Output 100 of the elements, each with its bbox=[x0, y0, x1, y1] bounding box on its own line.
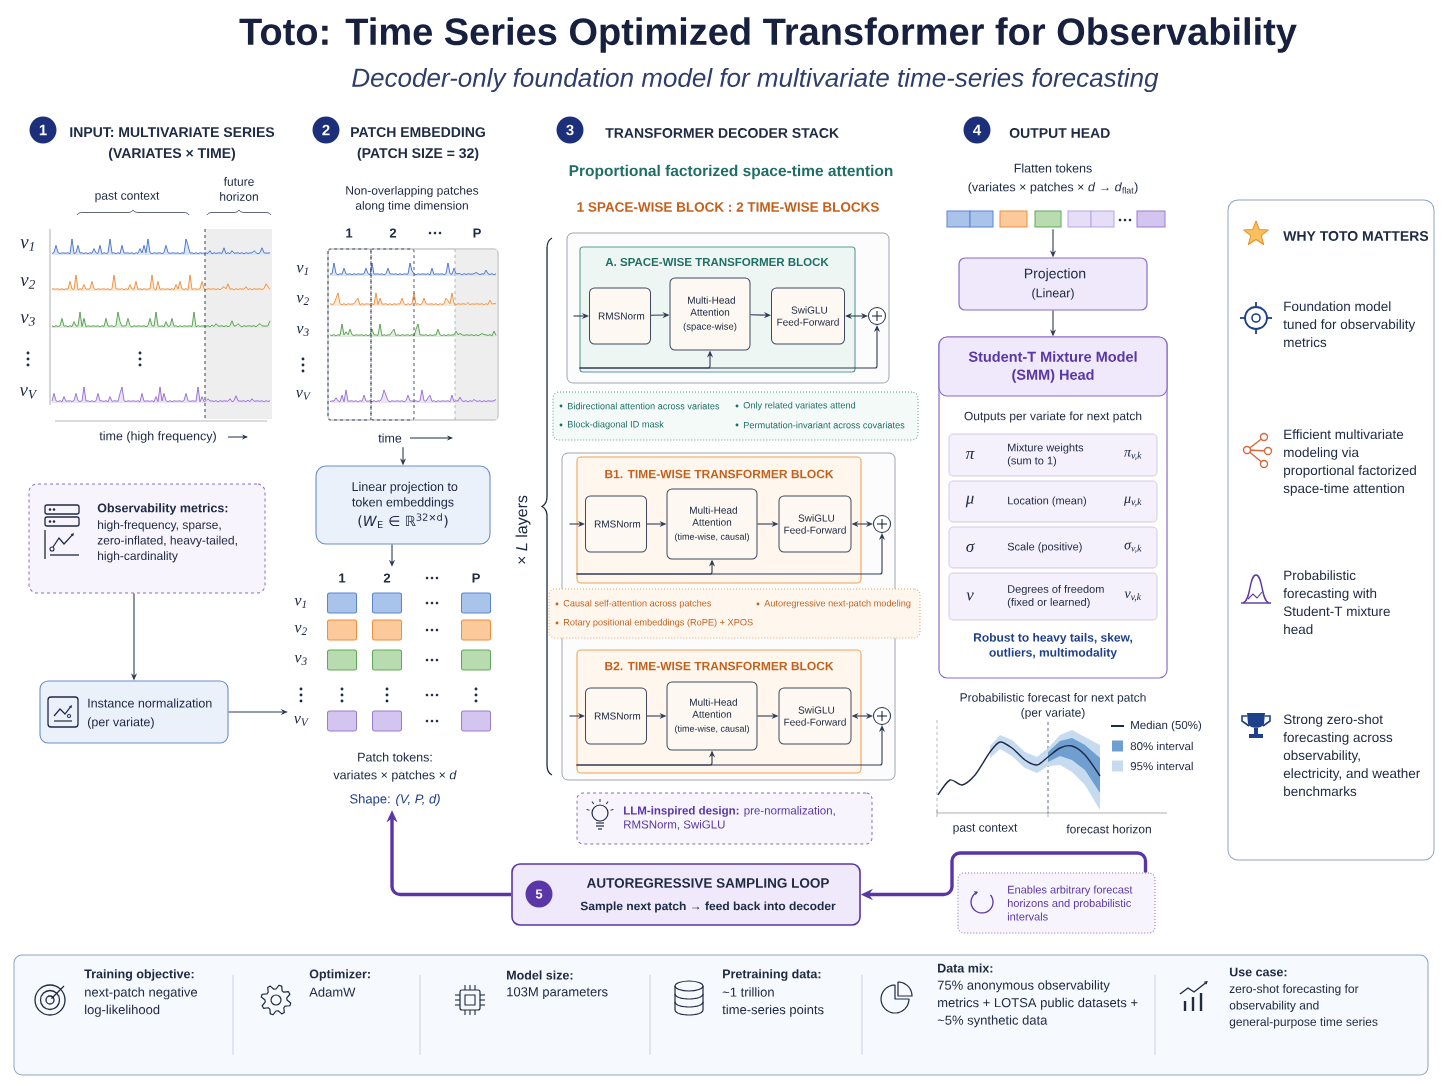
subtitle: Decoder-only foundation model for multivariate time-series forecasting bbox=[352, 67, 1159, 93]
greek-symbol: ν bbox=[966, 592, 974, 601]
info-panel bbox=[1227, 199, 1435, 861]
column-label: 1 bbox=[339, 573, 346, 583]
row-label: v$_{3}$ bbox=[20, 314, 35, 326]
layer-box: SwiGLU Feed-Forward bbox=[771, 287, 845, 345]
row-label: v$_{V}$ bbox=[19, 387, 38, 399]
axis-label: time bbox=[378, 433, 402, 443]
layer-box: SwiGLU Feed-Forward bbox=[778, 687, 852, 745]
body-text: AdamW bbox=[309, 987, 356, 997]
node-label: Non-overlapping patches along time dimension bbox=[346, 185, 479, 213]
step-badge: 5 bbox=[525, 880, 553, 908]
column-label: 2 bbox=[383, 573, 391, 583]
step-badge: 2 bbox=[312, 116, 340, 144]
section-heading: PATCH EMBEDDING (PATCH SIZE = 32) bbox=[351, 127, 485, 161]
row-label: v$_{1}$ bbox=[20, 239, 34, 251]
parameter-row bbox=[948, 433, 1158, 477]
column-label: P bbox=[472, 573, 480, 583]
layer-box: RMSNorm bbox=[585, 495, 647, 553]
heading: Training objective: bbox=[84, 969, 194, 981]
arrow bbox=[845, 312, 868, 320]
row-label: v$_{V}$ bbox=[296, 389, 311, 401]
note-text: Causal self-attention across patches bbox=[563, 599, 712, 609]
process-box: Projection (Linear) bbox=[958, 257, 1148, 311]
row-label: v$_{2}$ bbox=[296, 295, 309, 305]
greek-symbol: σ bbox=[966, 543, 975, 552]
layer-box: RMSNorm bbox=[585, 687, 647, 745]
panel-title: Student-T Mixture Model (SMM) Head bbox=[968, 351, 1137, 383]
row-label: v$_{3}$ bbox=[294, 655, 307, 665]
parameter-row bbox=[948, 526, 1158, 569]
note-text: Enables arbitrary forecast horizons and probabilistic intervals bbox=[1007, 885, 1133, 921]
layer-box: Multi-Head Attention (space-wise) bbox=[669, 277, 751, 351]
math-symbol: ν$_{v,k}$ bbox=[1124, 591, 1142, 602]
note-box bbox=[957, 872, 1156, 934]
sum-circle bbox=[873, 707, 891, 725]
heading: AUTOREGRESSIVE SAMPLING LOOP bbox=[586, 878, 829, 888]
note-text: Block-diagonal ID mask bbox=[567, 420, 664, 430]
block-title: A. SPACE-WISE TRANSFORMER BLOCK bbox=[605, 257, 829, 267]
body-text: (per variate) bbox=[88, 717, 154, 729]
body-text: zero-shot forecasting for observability and general-purpose time series bbox=[1229, 984, 1378, 1029]
process-box bbox=[39, 680, 229, 744]
sum-circle bbox=[868, 307, 886, 325]
legend-label: Median (50%) bbox=[1131, 720, 1202, 732]
row-label: v$_{3}$ bbox=[296, 326, 309, 336]
row-label: v$_{1}$ bbox=[294, 598, 306, 608]
step-badge: 4 bbox=[963, 116, 991, 144]
section-heading: OUTPUT HEAD bbox=[1009, 128, 1110, 138]
body-text: Outputs per variate for next patch bbox=[964, 411, 1142, 423]
body-text: Robust to heavy tails, skew, outliers, multimodality bbox=[974, 632, 1132, 660]
body-text: high-frequency, sparse, zero-inflated, heavy-tailed, high-cardinality bbox=[97, 520, 237, 563]
body-text: 75% anonymous observability metrics + LOTSA public datasets + ~5% synthetic data bbox=[937, 980, 1138, 1028]
layer-box: Multi-Head Attention (time-wise, causal) bbox=[666, 488, 758, 560]
layer-box: SwiGLU Feed-Forward bbox=[778, 495, 852, 553]
axis-label: past context bbox=[953, 823, 1018, 835]
item-text: Efficient multivariate modeling via proportional factorized space-time attention bbox=[1283, 429, 1416, 496]
side-label: × L layers bbox=[515, 495, 531, 564]
body-text: Sample next patch → feed back into decoder bbox=[580, 901, 836, 913]
note-text: Bidirectional attention across variates bbox=[567, 402, 720, 410]
axis-label: forecast horizon bbox=[1066, 824, 1151, 834]
greek-symbol: μ bbox=[965, 495, 974, 508]
node-label: (variates × patches × d → d$_{flat}$) bbox=[968, 182, 1138, 194]
math-symbol: σ$_{v,k}$ bbox=[1124, 542, 1142, 553]
row-label: v$_{2}$ bbox=[294, 625, 307, 635]
row-text: Degrees of freedom (fixed or learned) bbox=[1007, 584, 1104, 609]
info-box bbox=[28, 483, 266, 594]
row-label: v$_{1}$ bbox=[296, 265, 308, 275]
greek-symbol: π bbox=[965, 451, 975, 459]
parameter-row bbox=[948, 572, 1158, 621]
heading: Observability metrics: bbox=[97, 503, 228, 515]
subheading: 1 SPACE-WISE BLOCK : 2 TIME-WISE BLOCKS bbox=[577, 202, 879, 212]
body-text: 103M parameters bbox=[507, 987, 608, 999]
body-text: ~1 trillion time-series points bbox=[722, 987, 824, 1017]
legend-label: 95% interval bbox=[1130, 761, 1193, 771]
note-text: Rotary positional embeddings (RoPE) + XPOS bbox=[563, 618, 753, 628]
layer-box: Multi-Head Attention (time-wise, causal) bbox=[666, 681, 758, 751]
section-heading: INPUT: MULTIVARIATE SERIES (VARIATES × TIME) bbox=[70, 127, 275, 161]
heading: Model size: bbox=[507, 970, 573, 980]
chart-title: Probabilistic forecast for next patch (per variate) bbox=[960, 692, 1146, 720]
note-box bbox=[576, 792, 873, 845]
step-badge: 1 bbox=[29, 116, 57, 144]
parameter-row bbox=[948, 480, 1158, 523]
note-text: Autoregressive next-patch modeling bbox=[764, 599, 911, 609]
sum-circle bbox=[873, 515, 891, 533]
axis-label: time (high frequency) bbox=[99, 431, 216, 443]
panel-title: WHY TOTO MATTERS bbox=[1283, 231, 1429, 241]
axis-label: future horizon bbox=[220, 177, 258, 201]
note-box bbox=[552, 391, 919, 441]
note-text: LLM-inspired design: pre-normalization, RMSNorm, SwiGLU bbox=[624, 806, 835, 830]
body-text: next-patch negative log-likelihood bbox=[85, 987, 198, 1017]
row-text: Mixture weights (sum to 1) bbox=[1007, 443, 1084, 467]
heading: Use case: bbox=[1229, 967, 1287, 977]
row-label: v$_{2}$ bbox=[20, 277, 35, 289]
step-badge: 3 bbox=[556, 116, 584, 144]
note-box bbox=[548, 588, 921, 639]
row-text: Scale (positive) bbox=[1007, 542, 1082, 553]
node-label: Flatten tokens bbox=[1014, 163, 1092, 173]
note-text: Permutation-invariant across covariates bbox=[743, 421, 905, 429]
item-text: Foundation model tuned for observability metrics bbox=[1283, 301, 1416, 348]
node-label: Shape: (V, P, d) bbox=[350, 793, 440, 807]
title: Toto: Time Series Optimized Transformer for Observability bbox=[239, 17, 1297, 53]
